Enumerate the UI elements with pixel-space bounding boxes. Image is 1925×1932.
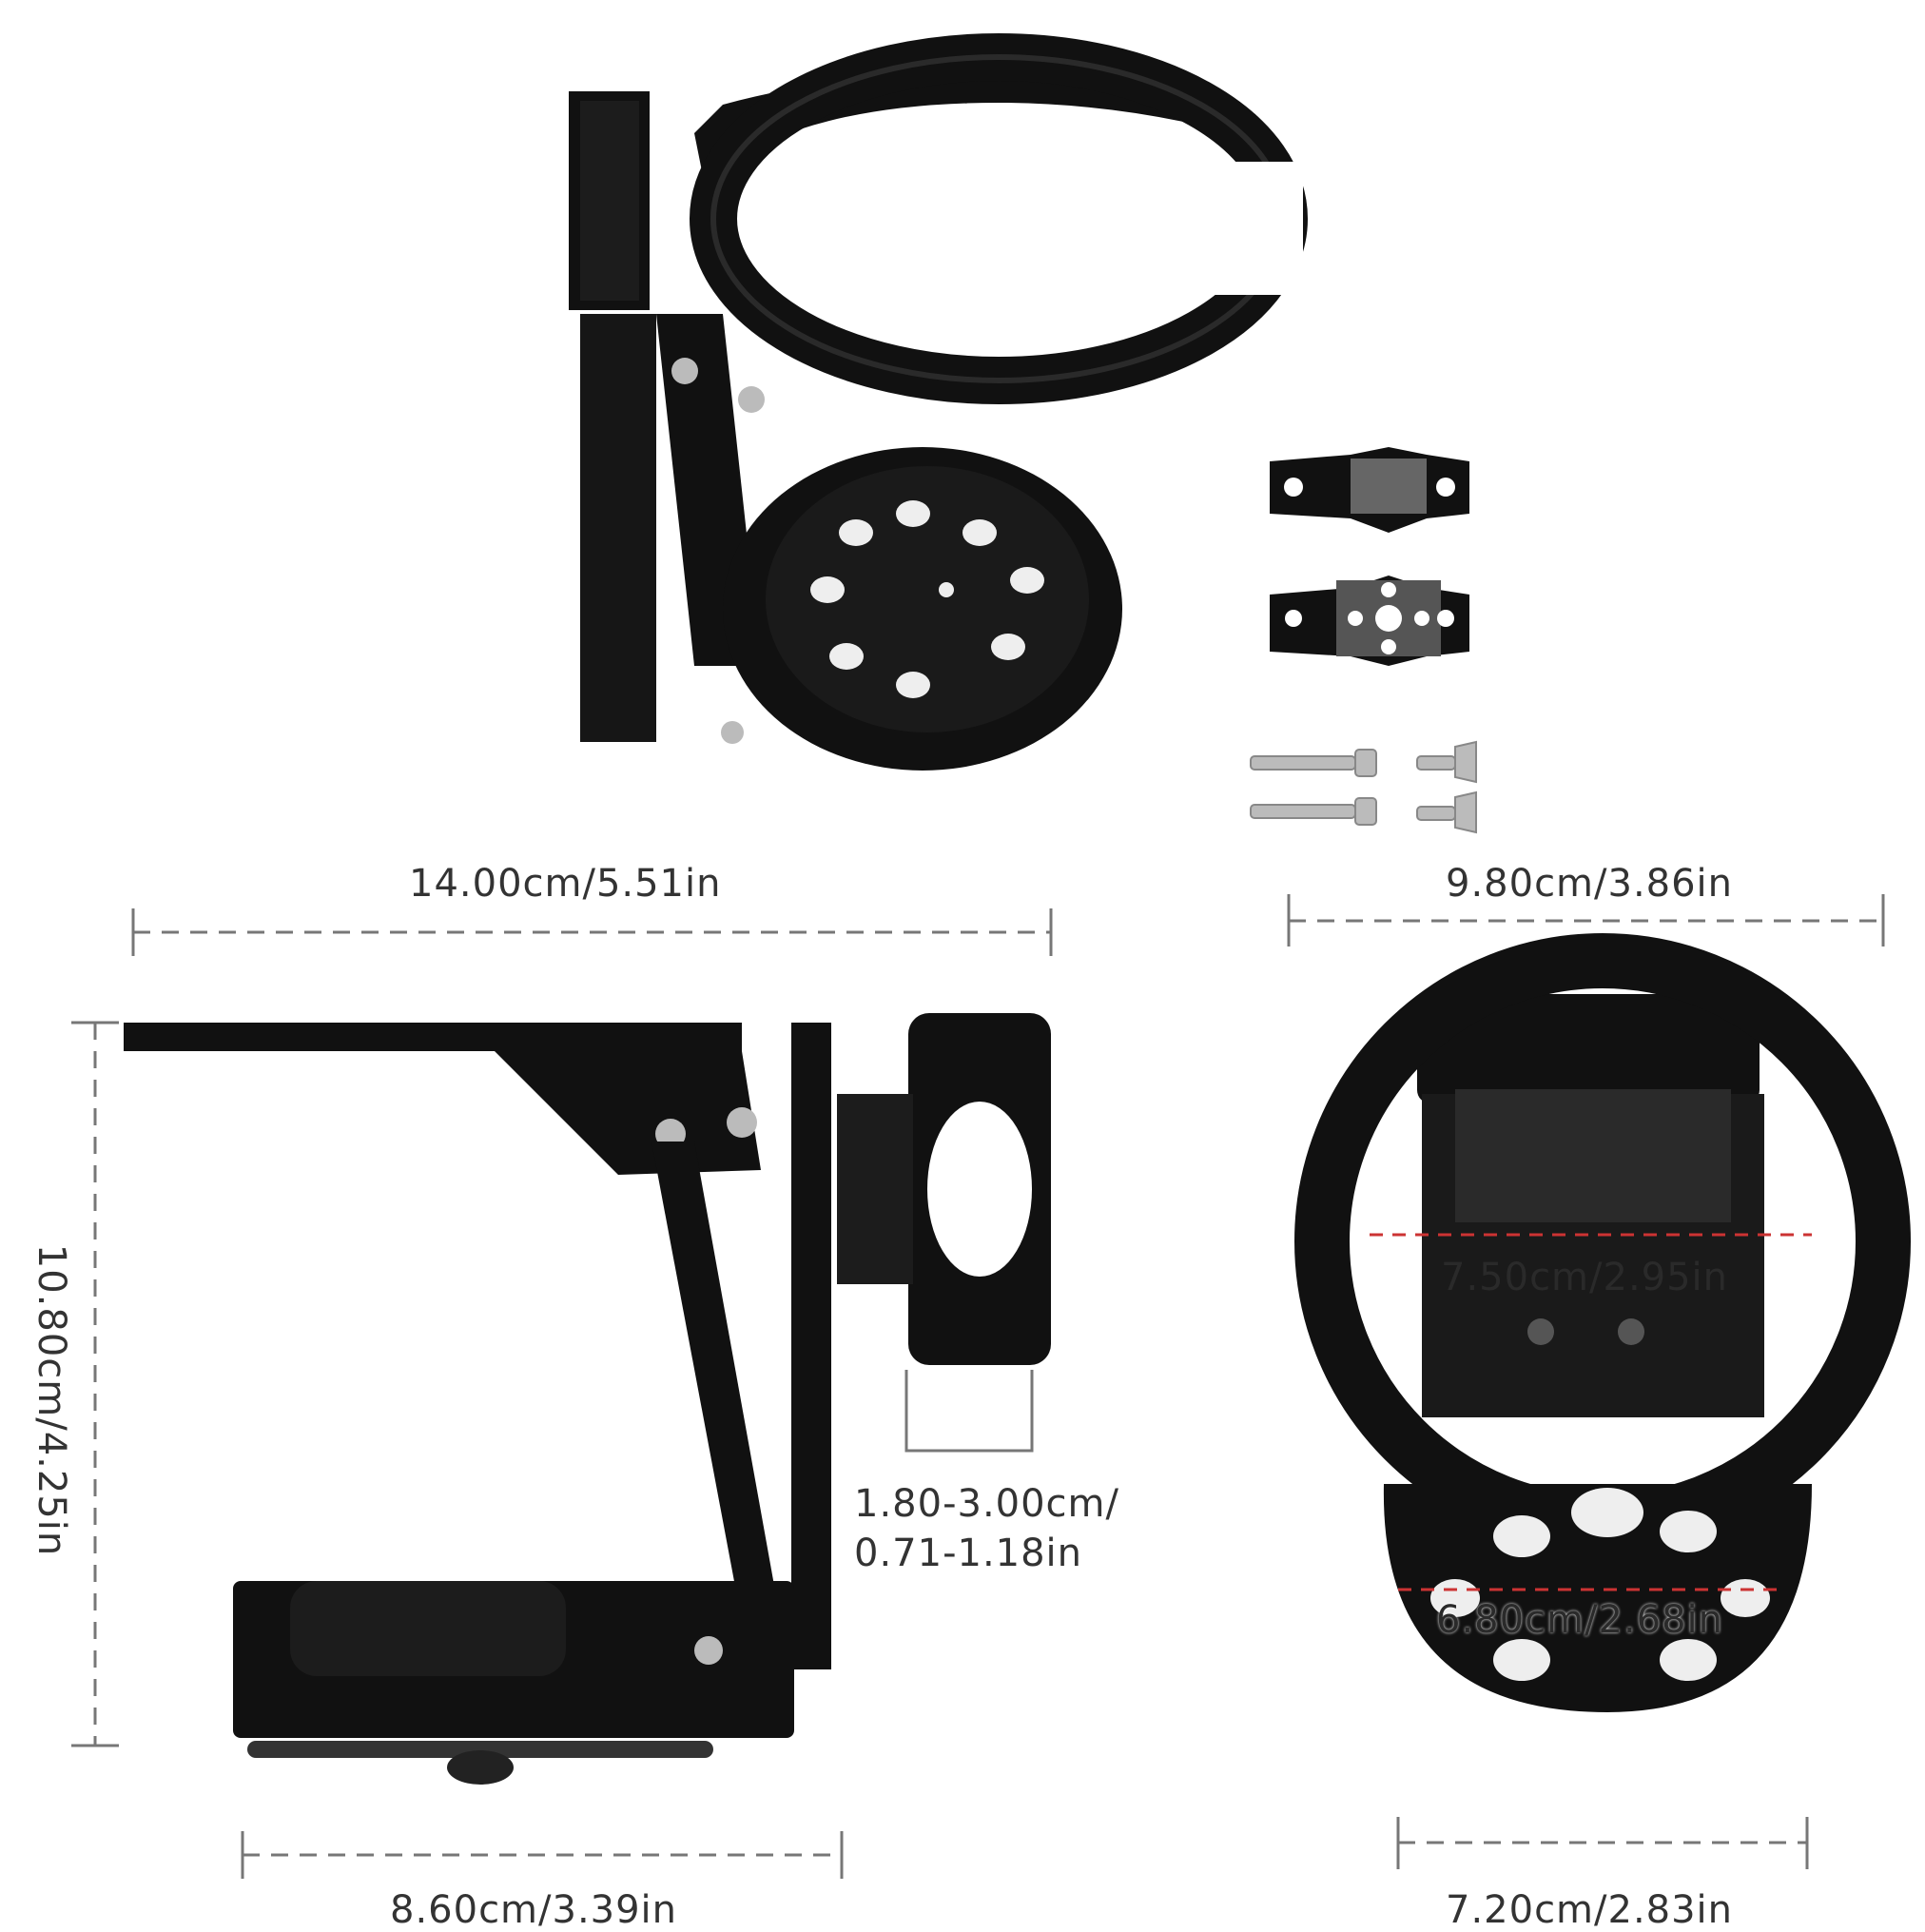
ring-diameter-label: 7.50cm/2.95in xyxy=(1441,1256,1729,1299)
red-measure-lines xyxy=(1370,1233,1812,1591)
screws xyxy=(1250,740,1477,834)
accessories xyxy=(1250,447,1477,834)
clamp-range-label-cm: 1.80-3.00cm/ xyxy=(854,1482,1119,1526)
width-label-bottom-right: 7.20cm/2.83in xyxy=(1446,1888,1734,1932)
top-ring-profile xyxy=(124,1023,742,1051)
cup-holder-side-view xyxy=(124,1013,1051,1785)
width-label-bottom-left: 8.60cm/3.39in xyxy=(390,1888,678,1932)
cup-holder-top-view xyxy=(1294,933,1911,1712)
width-label-top-left: 14.00cm/5.51in xyxy=(409,862,722,906)
clamp-range-label-in: 0.71-1.18in xyxy=(854,1532,1083,1575)
side-arm xyxy=(651,1142,780,1622)
width-label-top-right: 9.80cm/3.86in xyxy=(1446,862,1734,906)
vertical-mount xyxy=(791,1023,831,1669)
height-label: 10.80cm/4.25in xyxy=(29,1243,73,1557)
base-diameter-label: 6.80cm/2.68in xyxy=(1436,1598,1724,1642)
dimension-lines xyxy=(71,894,1885,1879)
top-mount-block xyxy=(1417,994,1760,1103)
cup-holder-perspective xyxy=(569,33,1308,771)
